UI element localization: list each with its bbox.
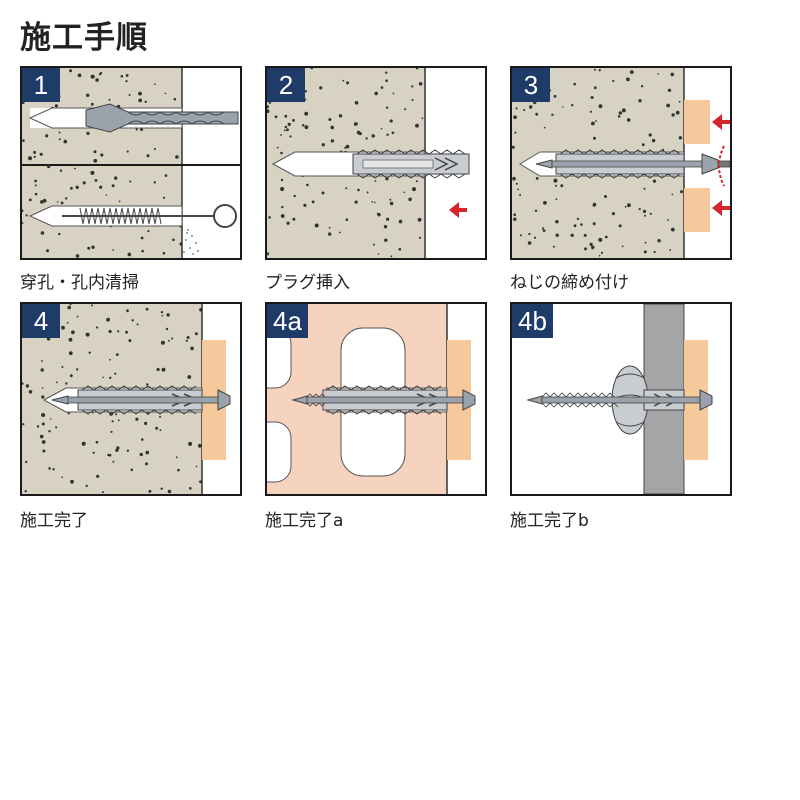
step-caption-2: プラグ挿入 — [265, 273, 350, 293]
step-panel-2: 2 — [265, 66, 487, 260]
step-panel-4b: 4b — [510, 302, 732, 496]
step-caption-1: 穿孔・孔内清掃 — [20, 273, 139, 293]
step-panel-1: 1 — [20, 66, 242, 260]
step-badge-4b: 4b — [512, 304, 553, 338]
rotation-arrow-icon — [718, 145, 725, 187]
screw-icon-step4 — [51, 389, 231, 411]
step-4a-illustration — [267, 304, 485, 494]
page-title: 施工手順 — [20, 20, 148, 56]
step-badge-1: 1 — [22, 68, 60, 102]
push-arrow-icon-lower — [712, 200, 730, 216]
drill-bit-icon — [85, 103, 239, 133]
step-2-illustration — [267, 68, 485, 258]
step-caption-4: 施工完了 — [20, 511, 88, 531]
step-caption-3: ねじの締め付け — [510, 273, 629, 293]
plug-icon — [352, 149, 470, 179]
screw-icon-step4b — [526, 389, 713, 411]
step-badge-4a: 4a — [267, 304, 308, 338]
step-caption-4a: 施工完了a — [265, 511, 344, 531]
push-arrow-icon — [449, 202, 467, 218]
step-badge-4: 4 — [22, 304, 60, 338]
concrete-speckles — [22, 68, 181, 163]
step-1-illustration — [22, 68, 240, 258]
step-badge-3: 3 — [512, 68, 550, 102]
step-panel-4: 4 — [20, 302, 242, 496]
screwdriver-icon — [717, 160, 730, 168]
step-panel-3: 3 — [510, 66, 732, 260]
screw-icon-step4a — [291, 389, 476, 411]
cleaning-brush-icon — [62, 204, 237, 228]
step-4b-illustration — [512, 304, 730, 494]
step-badge-2: 2 — [267, 68, 305, 102]
step-panel-4a: 4a — [265, 302, 487, 496]
screw-icon — [535, 153, 719, 175]
concrete-speckles — [267, 68, 426, 258]
push-arrow-icon-upper — [712, 114, 730, 130]
step-caption-4b: 施工完了b — [510, 511, 589, 531]
